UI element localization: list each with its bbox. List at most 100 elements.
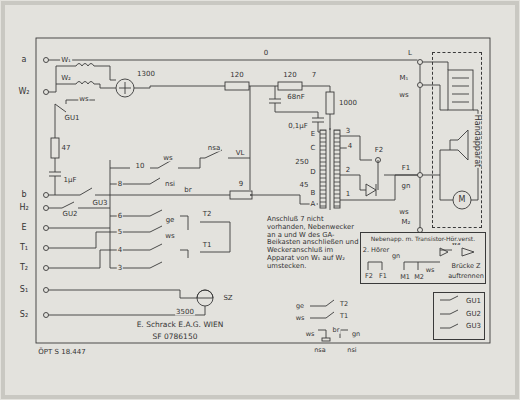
label-text: ge	[165, 217, 176, 224]
label-text: 2	[345, 167, 351, 174]
label-text: M2	[413, 274, 425, 281]
label-text: ws	[425, 267, 436, 274]
label-text: 45	[299, 182, 310, 189]
label-text: ws	[164, 233, 175, 240]
switch-label: GU3	[434, 321, 484, 331]
label-text: H₂	[18, 204, 29, 212]
label-text: nsa	[313, 347, 327, 354]
coils	[76, 64, 340, 211]
label-text: E	[310, 131, 316, 138]
label-text: T1	[202, 242, 213, 249]
label-text: 4	[117, 247, 123, 254]
label-text: W₁	[60, 57, 72, 64]
box-title: Nebenapp. m. Transistor-Hör.verst.	[362, 234, 484, 243]
label-text: 1000	[338, 100, 358, 107]
label-text: T2	[202, 211, 213, 218]
label-text: T₁	[19, 244, 29, 252]
label-text: 1μF	[63, 177, 78, 184]
component-box: Handapparat	[432, 52, 482, 228]
label-text: SF 0786150	[152, 333, 199, 341]
label-text: S₁	[19, 286, 29, 294]
label-text: 3	[117, 265, 123, 272]
label-text: M₁	[399, 75, 410, 82]
label-text: GU2	[61, 211, 78, 218]
label-text: GU1	[63, 115, 80, 122]
label-text: M	[458, 196, 467, 204]
label-text: br	[183, 187, 192, 194]
switch-label: GU1	[434, 296, 484, 306]
label-text: 120	[229, 72, 244, 79]
label-text: T₂	[19, 264, 29, 272]
label-text: nsi	[164, 181, 176, 188]
label-text: M₂	[401, 219, 412, 226]
label-text: E	[20, 224, 27, 232]
label-text: 1	[345, 191, 351, 198]
label-text: auftrennen	[447, 273, 485, 280]
label-text: gn	[351, 331, 361, 338]
label-text: ws	[398, 92, 409, 99]
label-text: T1	[339, 313, 349, 320]
label-text: br	[332, 327, 341, 334]
card-edge	[3, 3, 517, 397]
label-text: nsa	[207, 145, 221, 152]
label-text: b	[20, 191, 27, 199]
bell	[197, 290, 213, 306]
label-text: a	[21, 56, 28, 64]
terminals	[44, 58, 49, 318]
label-text: SZ	[222, 295, 233, 302]
label-text: 0	[263, 50, 269, 57]
component-box: Nebenapp. m. Transistor-Hör.verst.	[360, 232, 486, 284]
label-text: 3500	[175, 309, 195, 316]
resistors	[51, 82, 334, 199]
label-text: W₂	[17, 88, 30, 96]
label-text: L	[407, 50, 413, 57]
label-text: 6	[117, 213, 123, 220]
label-text: F2	[364, 273, 374, 280]
label-text: gn	[391, 253, 401, 260]
label-text: F1	[401, 165, 411, 172]
handset	[448, 70, 473, 209]
label-text: VL	[235, 150, 246, 157]
label-text: 7	[311, 72, 317, 79]
label-text: 5	[117, 229, 123, 236]
ringer	[116, 79, 134, 97]
wires	[49, 60, 479, 315]
gu-symbols	[440, 296, 458, 328]
label-text: ws	[162, 155, 173, 162]
label-text: 4	[347, 143, 353, 150]
label-text: nsi	[346, 347, 357, 354]
label-text: ws	[305, 331, 316, 338]
label-text: Brücke Z	[451, 263, 482, 270]
label-text: ge	[295, 303, 305, 310]
label-text: 2. Hörer	[362, 247, 390, 254]
label-text: 3	[345, 128, 351, 135]
label-text: 9	[238, 181, 244, 188]
box-title: Handapparat	[473, 114, 482, 168]
label-text: T2	[339, 301, 349, 308]
label-text: M1	[399, 274, 411, 281]
note-text: Anschluß 7 nicht vorhanden, Nebenwecker …	[266, 216, 360, 271]
label-text: F1	[378, 273, 388, 280]
label-text: 120	[282, 72, 297, 79]
label-text: GU3	[91, 200, 108, 207]
label-text: F2	[374, 147, 384, 154]
label-text: S₂	[19, 311, 29, 319]
label-text: A	[310, 201, 317, 208]
label-text: C	[310, 145, 317, 152]
label-text: 47	[61, 145, 72, 152]
label-text: W₂	[60, 75, 72, 82]
label-text: 250	[294, 159, 309, 166]
label-text: E. Schrack E.A.G. WIEN	[136, 321, 225, 329]
label-text: 1300	[136, 71, 156, 78]
label-text: ws	[78, 96, 89, 103]
frame	[36, 38, 490, 343]
label-text: ÖPT S 18.447	[37, 349, 86, 356]
label-text: gn	[401, 183, 412, 190]
label-text: 68nF	[286, 94, 305, 101]
label-text: 10	[135, 163, 146, 170]
switch-label: GU2	[434, 309, 484, 319]
label-text: 8	[117, 181, 123, 188]
